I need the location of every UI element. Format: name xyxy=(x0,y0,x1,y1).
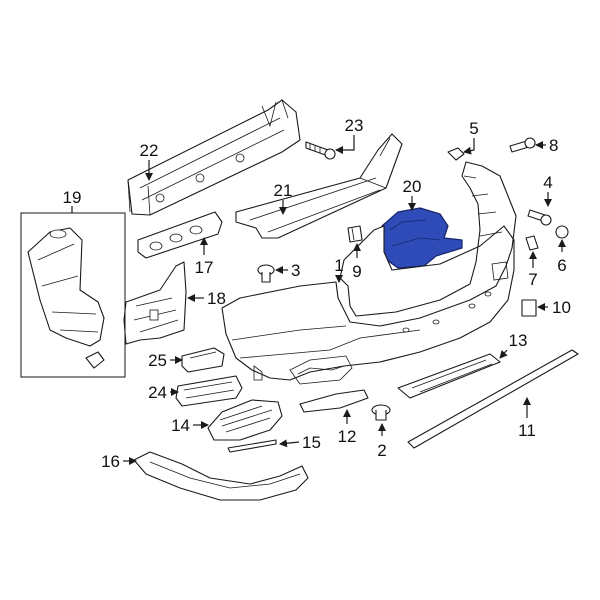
part-16-lower-valance[interactable] xyxy=(133,451,309,501)
callout-25: 25 xyxy=(148,351,167,370)
callout-20: 20 xyxy=(403,177,422,196)
leader-5 xyxy=(463,138,475,155)
part-4-bolt[interactable] xyxy=(527,209,552,226)
part-7-clip[interactable] xyxy=(525,235,539,251)
callout-4: 4 xyxy=(543,173,552,192)
part-12-reflector[interactable] xyxy=(299,389,369,413)
callout-10: 10 xyxy=(552,298,571,317)
part-3-clip[interactable] xyxy=(257,264,275,283)
part-20-highlighted-bracket[interactable] xyxy=(377,207,463,269)
part-24-bracket[interactable] xyxy=(175,375,243,407)
callout-7: 7 xyxy=(528,270,537,289)
callout-19: 19 xyxy=(63,188,82,207)
callout-15: 15 xyxy=(302,433,321,452)
part-25-bracket[interactable] xyxy=(181,347,225,373)
callout-14: 14 xyxy=(171,416,190,435)
callout-12: 12 xyxy=(338,427,357,446)
callout-18: 18 xyxy=(207,289,226,308)
leader-lines xyxy=(71,135,566,465)
part-15-trim-strip[interactable] xyxy=(227,439,277,453)
part-19-inset-box xyxy=(20,212,126,378)
callout-2: 2 xyxy=(377,441,386,460)
callout-17: 17 xyxy=(195,258,214,277)
callout-11: 11 xyxy=(518,421,536,440)
callout-22: 22 xyxy=(140,141,159,160)
callout-labels: 1 2 3 4 5 6 7 8 9 10 11 12 13 14 15 16 1… xyxy=(63,116,571,471)
callout-8: 8 xyxy=(549,136,558,155)
part-22-reinforcement-bar[interactable] xyxy=(127,99,301,216)
part-5-nut[interactable] xyxy=(447,147,465,161)
callout-16: 16 xyxy=(101,452,120,471)
part-23-bolt[interactable] xyxy=(305,141,336,160)
part-6-clip[interactable] xyxy=(555,225,569,239)
part-9-retainer[interactable] xyxy=(347,225,363,243)
part-11-trim-molding[interactable] xyxy=(407,349,579,449)
part-19-side-bracket[interactable] xyxy=(27,227,105,369)
leader-13 xyxy=(499,349,508,359)
callout-1: 1 xyxy=(334,256,343,275)
part-17-energy-absorber[interactable] xyxy=(137,211,223,259)
part-2-fastener[interactable] xyxy=(371,404,391,421)
callout-23: 23 xyxy=(345,116,364,135)
callout-13: 13 xyxy=(509,331,528,350)
leader-15 xyxy=(279,439,300,448)
callout-6: 6 xyxy=(557,256,566,275)
part-8-screw[interactable] xyxy=(509,137,536,153)
leader-23 xyxy=(335,135,355,154)
callout-3: 3 xyxy=(291,261,300,280)
part-21-upper-bracket[interactable] xyxy=(235,133,403,239)
part-14-grille[interactable] xyxy=(207,399,283,441)
part-18-side-bracket[interactable] xyxy=(123,261,187,345)
callout-24: 24 xyxy=(148,383,167,402)
callout-5: 5 xyxy=(469,119,478,138)
callout-21: 21 xyxy=(274,181,293,200)
callout-9: 9 xyxy=(352,262,361,281)
part-1-bumper-cover[interactable] xyxy=(221,161,517,385)
part-13-step-pad[interactable] xyxy=(397,353,501,399)
part-10-plug[interactable] xyxy=(521,299,537,317)
